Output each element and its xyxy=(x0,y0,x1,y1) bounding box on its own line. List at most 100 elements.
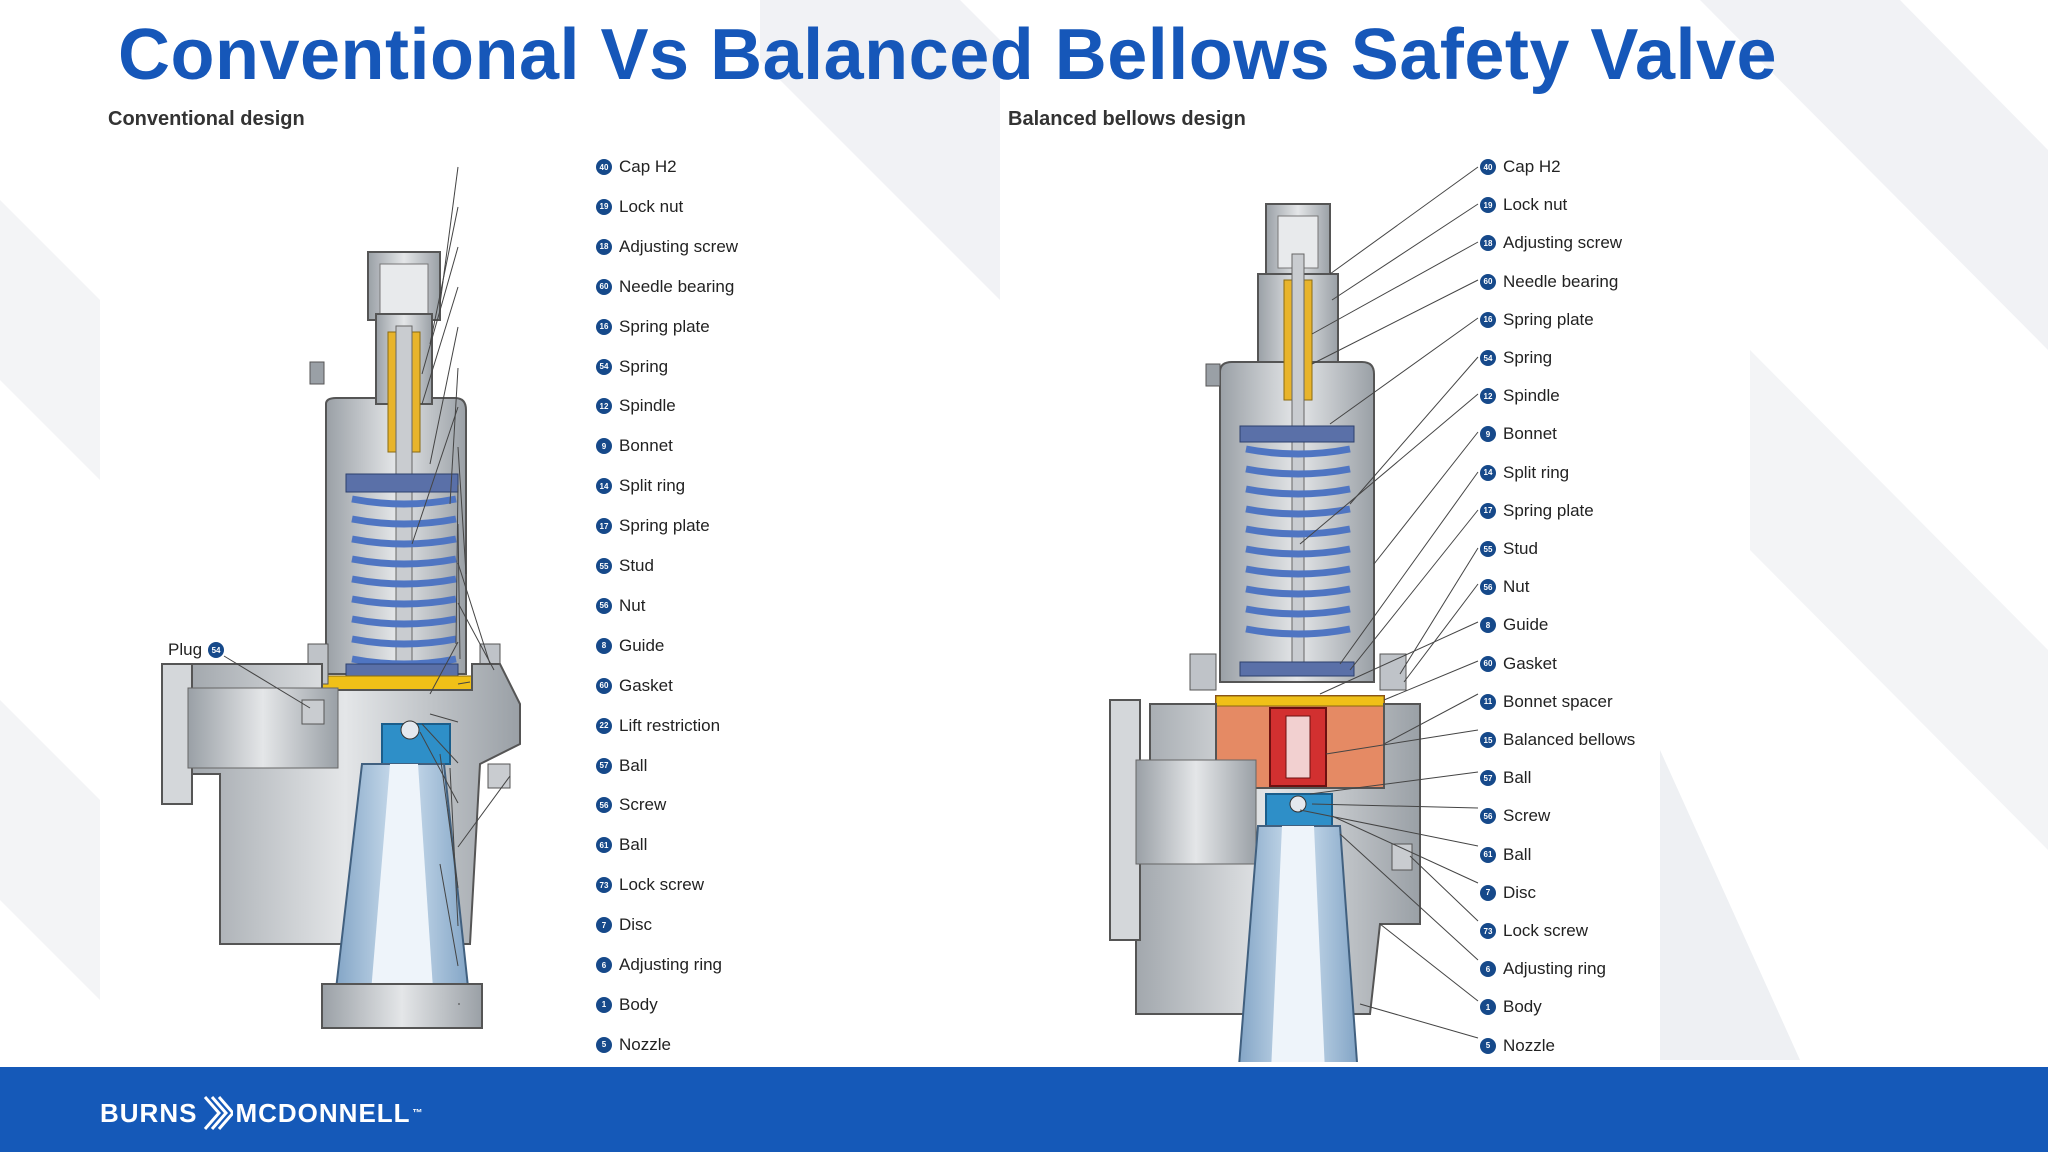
part-label: Bonnet spacer xyxy=(1503,691,1613,711)
logo-text-mcdonnell: MCDONNELL xyxy=(235,1097,411,1128)
part-number-badge: 15 xyxy=(1480,732,1496,748)
part-number-badge: 56 xyxy=(1480,579,1496,596)
part-label: Spring xyxy=(1503,348,1553,367)
part-callout: 61 Ball xyxy=(596,835,647,855)
part-label: Stud xyxy=(619,556,654,575)
part-number-badge: 16 xyxy=(1480,311,1496,328)
part-number-badge: 9 xyxy=(1480,426,1496,443)
part-number-badge: 6 xyxy=(596,957,612,973)
part-number-badge: 40 xyxy=(596,159,612,175)
part-label: Spindle xyxy=(619,396,676,416)
part-label: Lock screw xyxy=(1503,921,1589,940)
part-label: Split ring xyxy=(1503,462,1570,482)
part-label: Adjusting screw xyxy=(1503,233,1623,253)
part-label: Body xyxy=(1503,997,1542,1017)
part-callout: 40 Cap H2 xyxy=(596,157,677,177)
part-number-badge: 54 xyxy=(1480,350,1496,366)
part-number-badge: 17 xyxy=(596,518,612,535)
part-number-badge: 18 xyxy=(1480,235,1496,252)
part-callout: 16 Spring plate xyxy=(596,317,710,337)
part-number-badge: 19 xyxy=(1480,197,1496,214)
part-label: Ball xyxy=(619,835,648,855)
part-number-badge: 9 xyxy=(596,438,612,455)
part-number-badge: 11 xyxy=(1480,693,1496,710)
trademark-symbol: ™ xyxy=(412,1107,424,1119)
part-number-badge: 56 xyxy=(1480,808,1496,825)
part-label: Spring plate xyxy=(619,516,710,536)
part-label: Spring plate xyxy=(619,316,710,336)
part-callout: 7 Disc xyxy=(1480,883,1536,903)
logo-stripes-icon xyxy=(204,1096,234,1130)
part-number-badge: 17 xyxy=(1480,502,1496,519)
part-callout: 12 Spindle xyxy=(1480,386,1560,406)
part-number-badge: 8 xyxy=(596,637,612,654)
part-label: Disc xyxy=(1503,882,1537,902)
part-number-badge: 60 xyxy=(596,278,612,295)
part-number-badge: 73 xyxy=(1480,923,1496,939)
part-label: Nut xyxy=(1503,577,1530,597)
part-label: Spindle xyxy=(1503,386,1560,406)
part-label: Gasket xyxy=(619,675,673,695)
part-label: Lock nut xyxy=(619,196,684,216)
part-number-badge: 12 xyxy=(596,398,612,415)
part-number-badge: 55 xyxy=(596,558,612,574)
part-number-badge: 16 xyxy=(596,318,612,335)
part-number-badge: 56 xyxy=(596,797,612,814)
part-callout: 9 Bonnet xyxy=(1480,424,1557,444)
part-callout: 56 Screw xyxy=(596,795,666,815)
burns-mcdonnell-logo: BURNS MCDONNELL ™ xyxy=(100,1093,424,1133)
part-callout: 57 Ball xyxy=(596,756,647,776)
part-label: Screw xyxy=(619,795,667,815)
part-label: Guide xyxy=(1503,615,1549,635)
part-label: Body xyxy=(619,994,658,1014)
part-label: Needle bearing xyxy=(1503,271,1619,291)
part-number-badge: 5 xyxy=(1480,1037,1496,1054)
part-number-badge: 5 xyxy=(596,1036,612,1053)
part-callout: 55 Stud xyxy=(596,556,654,576)
plug-label: Plug xyxy=(168,640,203,659)
part-callout: 18 Adjusting screw xyxy=(1480,233,1622,253)
part-label: Split ring xyxy=(619,476,686,496)
part-number-badge: 12 xyxy=(1480,388,1496,405)
part-callout: 73 Lock screw xyxy=(1480,921,1588,941)
part-number-badge: 6 xyxy=(1480,961,1496,978)
part-label: Bonnet xyxy=(1503,424,1557,444)
part-label: Nozzle xyxy=(619,1034,671,1054)
part-label: Ball xyxy=(619,755,648,775)
part-callout: 11 Bonnet spacer xyxy=(1480,692,1613,712)
plug-callout: Plug 54 xyxy=(168,640,225,660)
plug-number-badge: 54 xyxy=(208,642,225,658)
part-number-badge: 61 xyxy=(596,837,612,854)
part-label: Ball xyxy=(1503,844,1532,864)
part-label: Spring plate xyxy=(1503,500,1594,520)
part-number-badge: 60 xyxy=(1480,273,1496,290)
part-number-badge: 57 xyxy=(596,757,612,774)
part-number-badge: 22 xyxy=(596,717,612,734)
part-callout: 5 Nozzle xyxy=(596,1035,671,1055)
conventional-design-heading: Conventional design xyxy=(108,108,305,130)
footer-bar: BURNS MCDONNELL ™ xyxy=(0,1067,2048,1152)
part-callout: 17 Spring plate xyxy=(1480,501,1594,521)
part-number-badge: 7 xyxy=(1480,884,1496,901)
part-label: Guide xyxy=(619,635,665,655)
conventional-design-panel: Conventional design xyxy=(100,104,752,1062)
part-label: Cap H2 xyxy=(619,157,677,176)
part-number-badge: 14 xyxy=(1480,464,1496,481)
